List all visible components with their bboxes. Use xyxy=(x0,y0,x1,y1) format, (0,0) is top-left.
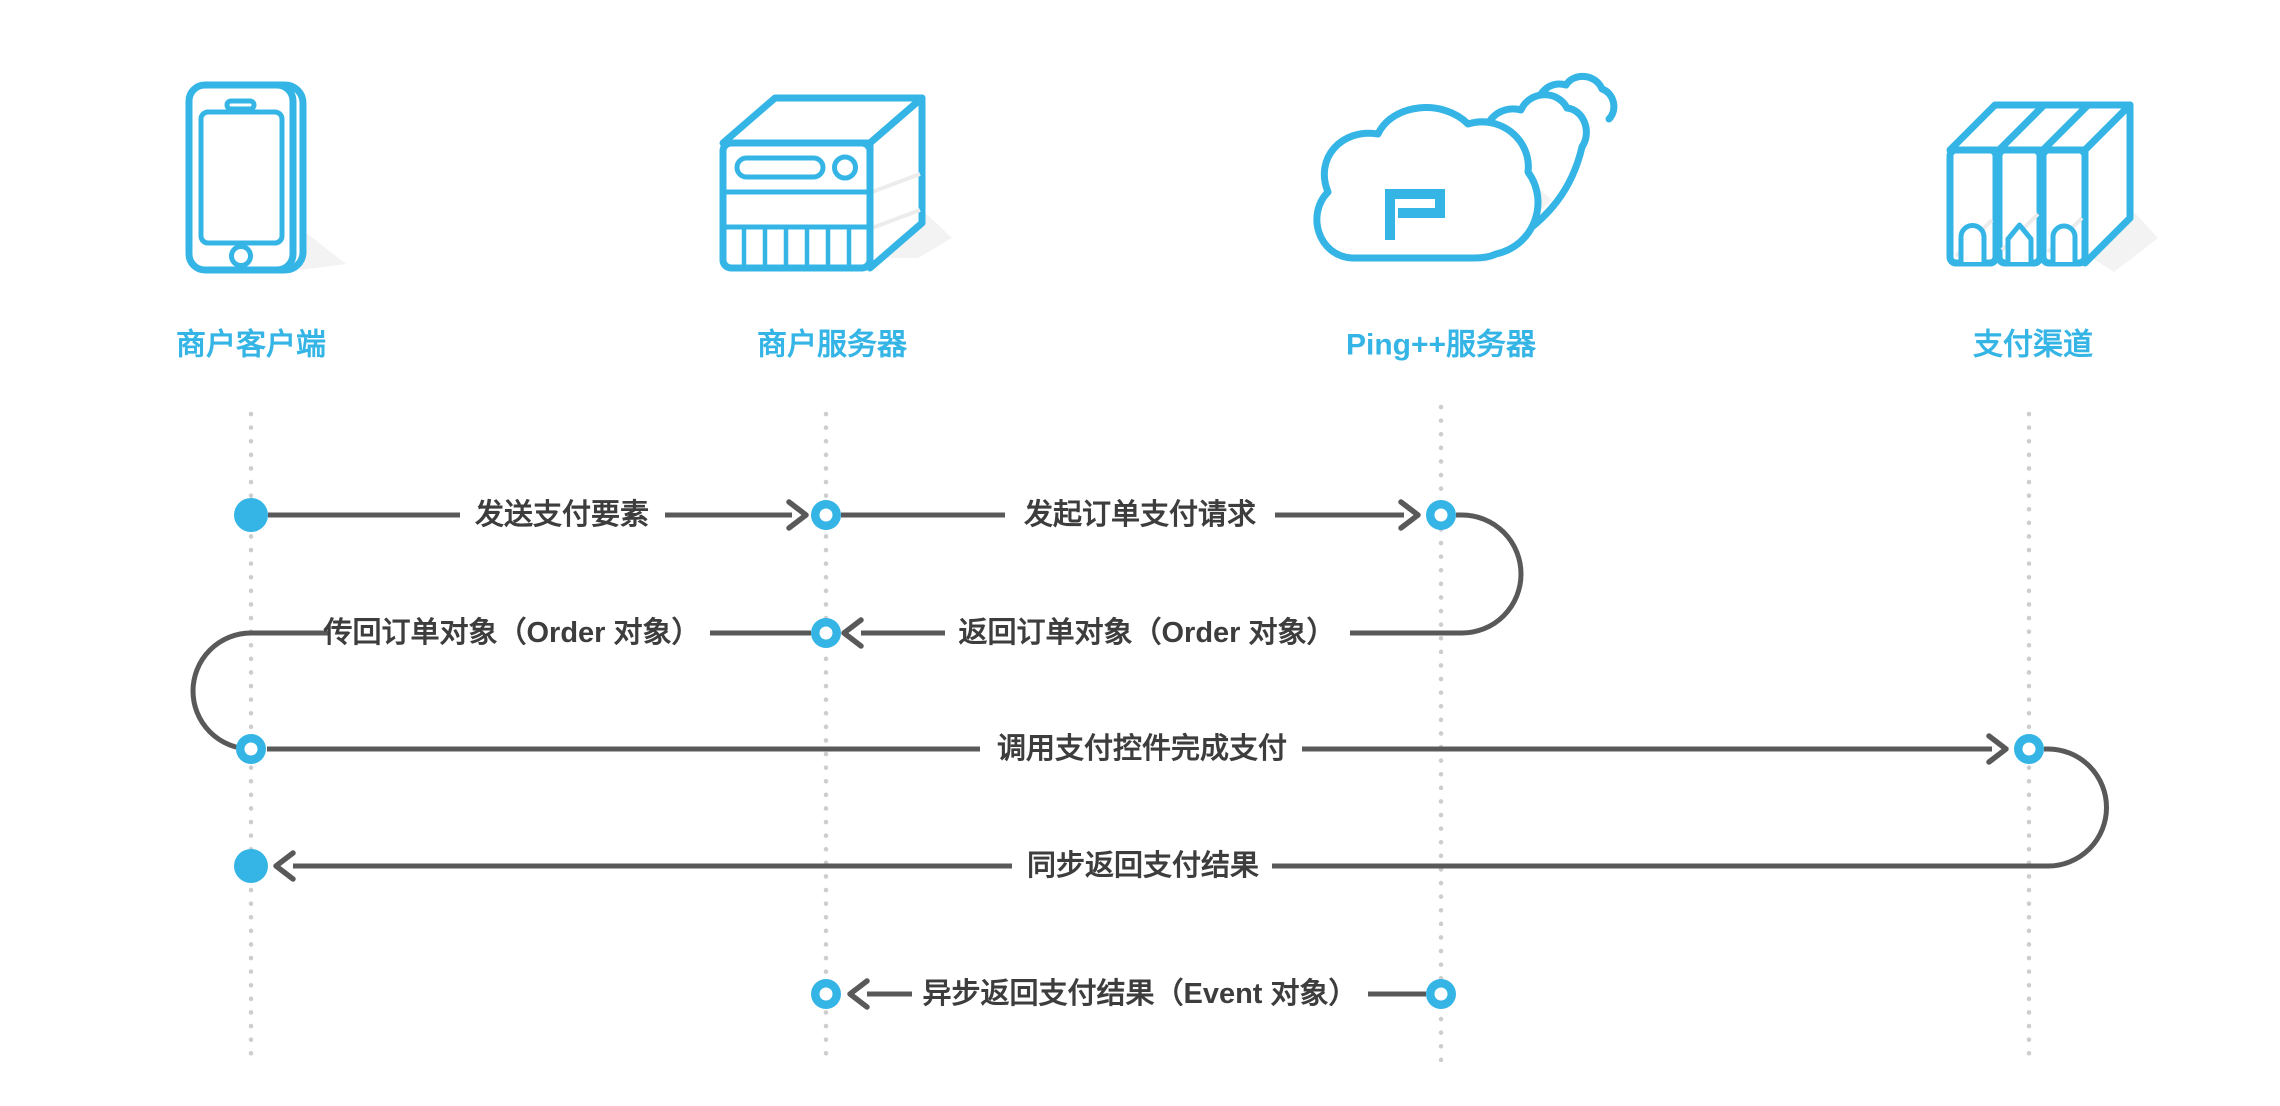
dot-open-client-row3 xyxy=(236,734,266,764)
cloud-icon xyxy=(1313,73,1618,262)
server-indicator xyxy=(832,154,858,181)
dot-open-channel-row3 xyxy=(2014,734,2044,764)
msg4-uturn-left xyxy=(190,630,330,752)
dot-filled-client-row1 xyxy=(234,498,268,532)
smartphone-screen xyxy=(198,109,285,246)
flow-lines xyxy=(190,499,2109,1010)
msg6-uturn-and-line xyxy=(1272,746,2109,869)
dot-open-pingpp-row5 xyxy=(1426,979,1456,1009)
entity-label-payment-channel: 支付渠道 xyxy=(1973,329,2093,362)
channel-books-icon xyxy=(1946,101,2158,272)
smartphone-home-button xyxy=(229,244,253,268)
smartphone-shadow xyxy=(300,228,346,270)
dot-filled-client-row4 xyxy=(234,849,268,883)
message-label-6: 同步返回支付结果 xyxy=(1027,849,1259,882)
msg3-arrowhead xyxy=(841,617,864,649)
endpoint-dots xyxy=(234,498,2044,1009)
msg2-arrowhead xyxy=(1398,499,1421,531)
dot-open-pingpp-row1 xyxy=(1426,500,1456,530)
message-label-1: 发送支付要素 xyxy=(474,498,649,531)
dot-open-merchant-row2 xyxy=(811,618,841,648)
book2-arch xyxy=(2005,222,2034,265)
message-label-3: 返回订单对象（Order 对象） xyxy=(958,616,1335,649)
books-shadow xyxy=(2092,212,2158,272)
msg5-arrowhead xyxy=(1986,733,2009,765)
entity-labels: 商户客户端 商户服务器 Ping++服务器 支付渠道 xyxy=(176,328,2093,362)
server-side-line-2 xyxy=(871,208,921,230)
smartphone-icon xyxy=(185,81,346,274)
cloud-front xyxy=(1313,104,1542,262)
msg6-arrowhead xyxy=(273,850,296,882)
server-icon xyxy=(719,94,952,272)
pingpp-logo xyxy=(1385,189,1445,240)
msg3-uturn-and-line xyxy=(1350,512,1524,636)
dot-open-merchant-row5 xyxy=(811,979,841,1009)
server-vents xyxy=(741,229,852,266)
entity-label-merchant-client: 商户客户端 xyxy=(176,328,326,362)
book3-arch xyxy=(2050,223,2078,265)
msg7-arrowhead xyxy=(847,978,870,1010)
entity-label-merchant-server: 商户服务器 xyxy=(757,329,908,362)
server-side-line-1 xyxy=(871,172,921,194)
book1-arch xyxy=(1958,223,1987,265)
msg1-arrowhead xyxy=(786,499,809,531)
smartphone-speaker xyxy=(224,98,257,112)
entity-label-pingpp-server: Ping++服务器 xyxy=(1346,329,1537,362)
message-label-5: 调用支付控件完成支付 xyxy=(997,731,1287,765)
message-label-2: 发起订单支付请求 xyxy=(1023,498,1256,531)
flow-labels: 发送支付要素 发起订单支付请求 返回订单对象（Order 对象） 传回订单对象（… xyxy=(322,498,1357,1010)
server-slot xyxy=(734,155,826,180)
dot-open-merchant-row1 xyxy=(811,500,841,530)
message-label-4: 传回订单对象（Order 对象） xyxy=(322,616,700,649)
message-label-7: 异步返回支付结果（Event 对象） xyxy=(922,977,1357,1010)
